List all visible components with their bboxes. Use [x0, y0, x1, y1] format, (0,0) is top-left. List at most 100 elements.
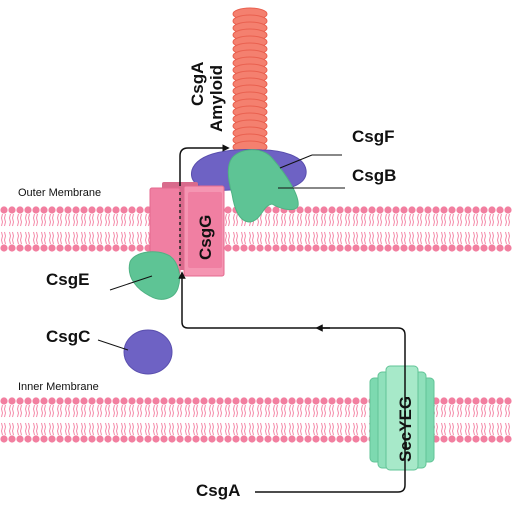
lipid-tail: [283, 404, 287, 418]
lipid-tail: [288, 213, 292, 227]
lipid-tail: [19, 422, 23, 436]
lipid-head: [24, 244, 32, 252]
lipid-tail: [56, 231, 60, 245]
lipid-head: [224, 244, 232, 252]
lipid-tail: [283, 231, 287, 245]
lipid-tail: [80, 231, 84, 245]
lipid-tail: [424, 231, 428, 245]
lipid-tail: [112, 404, 116, 418]
lipid-head: [128, 397, 136, 405]
lipid-tail: [19, 404, 23, 418]
lipid-tail: [43, 422, 47, 436]
lipid-head: [8, 435, 16, 443]
lipid-tail: [256, 404, 260, 418]
lipid-head: [104, 244, 112, 252]
lipid-head: [352, 206, 360, 214]
lipid-head: [96, 244, 104, 252]
lipid-tail: [187, 404, 191, 418]
lipid-head: [64, 397, 72, 405]
lipid-head: [232, 435, 240, 443]
lipid-tail: [355, 213, 359, 227]
lipid-tail: [419, 231, 423, 245]
lipid-tail: [96, 404, 100, 418]
lipid-tail: [131, 422, 135, 436]
lipid-head: [280, 435, 288, 443]
lipid-head: [40, 435, 48, 443]
lipid-tail: [136, 404, 140, 418]
lipid-tail: [467, 213, 471, 227]
lipid-head: [40, 206, 48, 214]
lipid-head: [256, 397, 264, 405]
lipid-tail: [272, 422, 276, 436]
lipid-head: [32, 206, 40, 214]
lipid-head: [368, 206, 376, 214]
lipid-tail: [251, 422, 255, 436]
lipid-head: [0, 435, 8, 443]
lipid-tail: [467, 231, 471, 245]
lipid-head: [128, 435, 136, 443]
lipid-tail: [219, 404, 223, 418]
lipid-tail: [307, 213, 311, 227]
lipid-tail: [304, 422, 308, 436]
lipid-head: [352, 244, 360, 252]
lipid-head: [96, 206, 104, 214]
lipid-tail: [0, 231, 4, 245]
lipid-tail: [67, 213, 71, 227]
lipid-head: [336, 206, 344, 214]
lipid-head: [336, 244, 344, 252]
lipid-tail: [283, 213, 287, 227]
lipid-tail: [339, 404, 343, 418]
lipid-tail: [163, 404, 167, 418]
lipid-head: [32, 244, 40, 252]
lipid-head: [384, 206, 392, 214]
csga-label: CsgA: [196, 481, 240, 500]
lipid-head: [40, 397, 48, 405]
lipid-tail: [147, 213, 151, 227]
lipid-tail: [56, 422, 60, 436]
lipid-tail: [104, 422, 108, 436]
lipid-tail: [291, 422, 295, 436]
lipid-tail: [344, 231, 348, 245]
lipid-head: [176, 435, 184, 443]
lipid-tail: [32, 422, 36, 436]
lipid-tail: [216, 422, 220, 436]
lipid-tail: [64, 231, 68, 245]
lipid-tail: [160, 404, 164, 418]
lipid-tail: [312, 213, 316, 227]
lipid-head: [80, 206, 88, 214]
lipid-tail: [48, 404, 52, 418]
lipid-tail: [451, 422, 455, 436]
lipid-tail: [472, 404, 476, 418]
lipid-tail: [507, 422, 511, 436]
lipid-tail: [344, 213, 348, 227]
csgf-label: CsgF: [352, 127, 395, 146]
lipid-tail: [27, 422, 31, 436]
lipid-tail: [280, 422, 284, 436]
lipid-tail: [435, 231, 439, 245]
lipid-tail: [51, 231, 55, 245]
lipid-head: [488, 244, 496, 252]
lipid-tail: [360, 404, 364, 418]
lipid-head: [104, 397, 112, 405]
lipid-tail: [456, 213, 460, 227]
lipid-head: [240, 244, 248, 252]
lipid-tail: [24, 404, 28, 418]
lipid-tail: [416, 213, 420, 227]
lipid-tail: [224, 404, 228, 418]
lipid-head: [448, 435, 456, 443]
lipid-tail: [232, 231, 236, 245]
lipid-head: [424, 244, 432, 252]
lipid-tail: [403, 213, 407, 227]
lipid-head: [360, 435, 368, 443]
lipid-head: [456, 206, 464, 214]
lipid-tail: [232, 422, 236, 436]
lipid-tail: [448, 422, 452, 436]
lipid-tail: [248, 231, 252, 245]
lipid-tail: [16, 213, 20, 227]
lipid-tail: [3, 231, 7, 245]
lipid-tail: [467, 422, 471, 436]
lipid-tail: [363, 213, 367, 227]
lipid-tail: [232, 404, 236, 418]
lipid-head: [352, 435, 360, 443]
lipid-head: [408, 244, 416, 252]
